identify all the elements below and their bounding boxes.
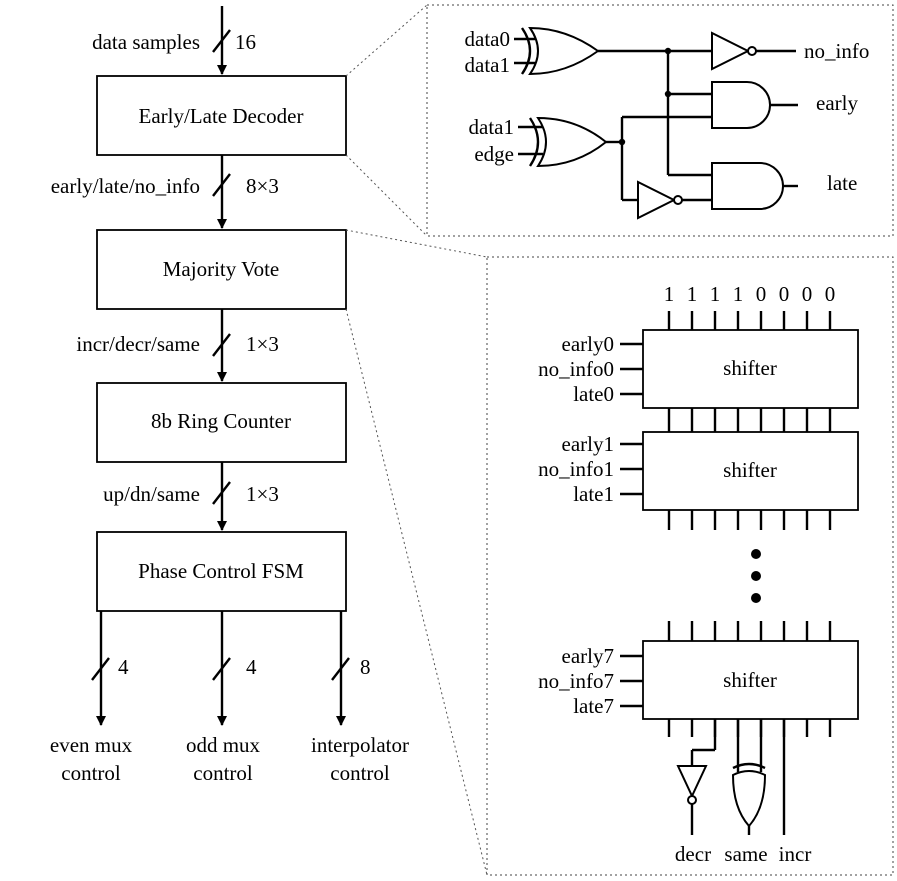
decoder-input-data1-a: data1 bbox=[465, 53, 510, 77]
inverter-decr bbox=[676, 765, 708, 805]
shifter-input-late1: late1 bbox=[573, 482, 614, 506]
bus-slash-1 bbox=[212, 173, 231, 197]
xor-gate-same bbox=[731, 762, 767, 828]
input-width: 16 bbox=[235, 30, 256, 54]
bus-slash-2 bbox=[212, 333, 231, 357]
output-label-odd-2: control bbox=[193, 761, 253, 785]
shifter-block-1 bbox=[642, 431, 859, 511]
shifter-input-no-info7: no_info7 bbox=[538, 669, 614, 693]
decoder-output-late: late bbox=[827, 171, 857, 195]
init-bit: 1 bbox=[710, 282, 721, 306]
early-late-decoder-label: Early/Late Decoder bbox=[139, 104, 304, 128]
shifter-block-0 bbox=[642, 329, 859, 409]
output-width-odd: 4 bbox=[246, 655, 257, 679]
shifter-label-1: shifter bbox=[723, 458, 777, 482]
phase-control-fsm-block bbox=[96, 531, 347, 612]
shifter-input-early0: early0 bbox=[562, 332, 614, 356]
init-bit: 0 bbox=[756, 282, 767, 306]
init-bit: 1 bbox=[687, 282, 698, 306]
left-flow: data samples 16 Early/Late Decoder early… bbox=[50, 6, 409, 785]
inverter-no-info bbox=[711, 31, 757, 71]
xor-gate-2 bbox=[528, 116, 608, 168]
decoder-detail-frame bbox=[426, 4, 894, 237]
vote-output-decr: decr bbox=[675, 842, 711, 866]
bus-label-2: incr/decr/same bbox=[76, 332, 200, 356]
and-gate-late bbox=[711, 162, 784, 210]
input-label: data samples bbox=[92, 30, 200, 54]
init-bits: 1 1 1 1 0 0 0 0 bbox=[664, 282, 836, 306]
shifter-input-early1: early1 bbox=[562, 432, 614, 456]
init-bit: 0 bbox=[779, 282, 790, 306]
ring-counter-label: 8b Ring Counter bbox=[151, 409, 291, 433]
decoder-output-no-info: no_info bbox=[804, 39, 869, 63]
shifter-input-late0: late0 bbox=[573, 382, 614, 406]
ellipsis-dot bbox=[751, 571, 761, 581]
output-width-even: 4 bbox=[118, 655, 129, 679]
output-slash-interp bbox=[331, 657, 350, 681]
bus-slash-3 bbox=[212, 481, 231, 505]
bus-label-3: up/dn/same bbox=[103, 482, 200, 506]
output-label-even-2: control bbox=[61, 761, 121, 785]
shifter-input-no-info1: no_info1 bbox=[538, 457, 614, 481]
and-gate-early bbox=[711, 81, 771, 129]
bus-slash bbox=[212, 29, 231, 53]
vote-detail-frame bbox=[486, 256, 894, 876]
bus-label-1: early/late/no_info bbox=[51, 174, 200, 198]
decoder-output-early: early bbox=[816, 91, 858, 115]
decoder-input-edge: edge bbox=[474, 142, 514, 166]
ring-counter-block bbox=[96, 382, 347, 463]
init-bit: 1 bbox=[733, 282, 744, 306]
init-bit: 1 bbox=[664, 282, 675, 306]
inverter-xor2 bbox=[637, 180, 683, 220]
shifter-input-no-info0: no_info0 bbox=[538, 357, 614, 381]
init-bit: 0 bbox=[825, 282, 836, 306]
output-label-odd-1: odd mux bbox=[186, 733, 261, 757]
xor-gate-1 bbox=[521, 26, 600, 76]
majority-vote-label: Majority Vote bbox=[163, 257, 279, 281]
output-label-even-1: even mux bbox=[50, 733, 133, 757]
output-label-interp-2: control bbox=[330, 761, 390, 785]
zoom-guides bbox=[345, 4, 488, 876]
phase-control-fsm-label: Phase Control FSM bbox=[138, 559, 304, 583]
decoder-detail: data0 data1 data1 edge no_in bbox=[426, 4, 894, 237]
output-width-interp: 8 bbox=[360, 655, 371, 679]
bus-width-3: 1×3 bbox=[246, 482, 279, 506]
early-late-decoder-block bbox=[96, 75, 347, 156]
shifter-label-7: shifter bbox=[723, 668, 777, 692]
shifter-input-early7: early7 bbox=[562, 644, 614, 668]
output-slash-even bbox=[91, 657, 110, 681]
vote-output-incr: incr bbox=[779, 842, 812, 866]
vote-output-same: same bbox=[724, 842, 767, 866]
init-bit: 0 bbox=[802, 282, 813, 306]
ellipsis-dot bbox=[751, 593, 761, 603]
vote-detail: 1 1 1 1 0 0 0 0 shifter early0 no_info0 … bbox=[486, 256, 894, 876]
decoder-input-data0: data0 bbox=[465, 27, 510, 51]
output-label-interp-1: interpolator bbox=[311, 733, 409, 757]
ellipsis-dot bbox=[751, 549, 761, 559]
shifter-input-late7: late7 bbox=[573, 694, 614, 718]
shifter-block-7 bbox=[642, 640, 859, 720]
output-slash-odd bbox=[212, 657, 231, 681]
bus-width-1: 8×3 bbox=[246, 174, 279, 198]
decoder-input-data1-b: data1 bbox=[469, 115, 514, 139]
shifter-label-0: shifter bbox=[723, 356, 777, 380]
bus-width-2: 1×3 bbox=[246, 332, 279, 356]
